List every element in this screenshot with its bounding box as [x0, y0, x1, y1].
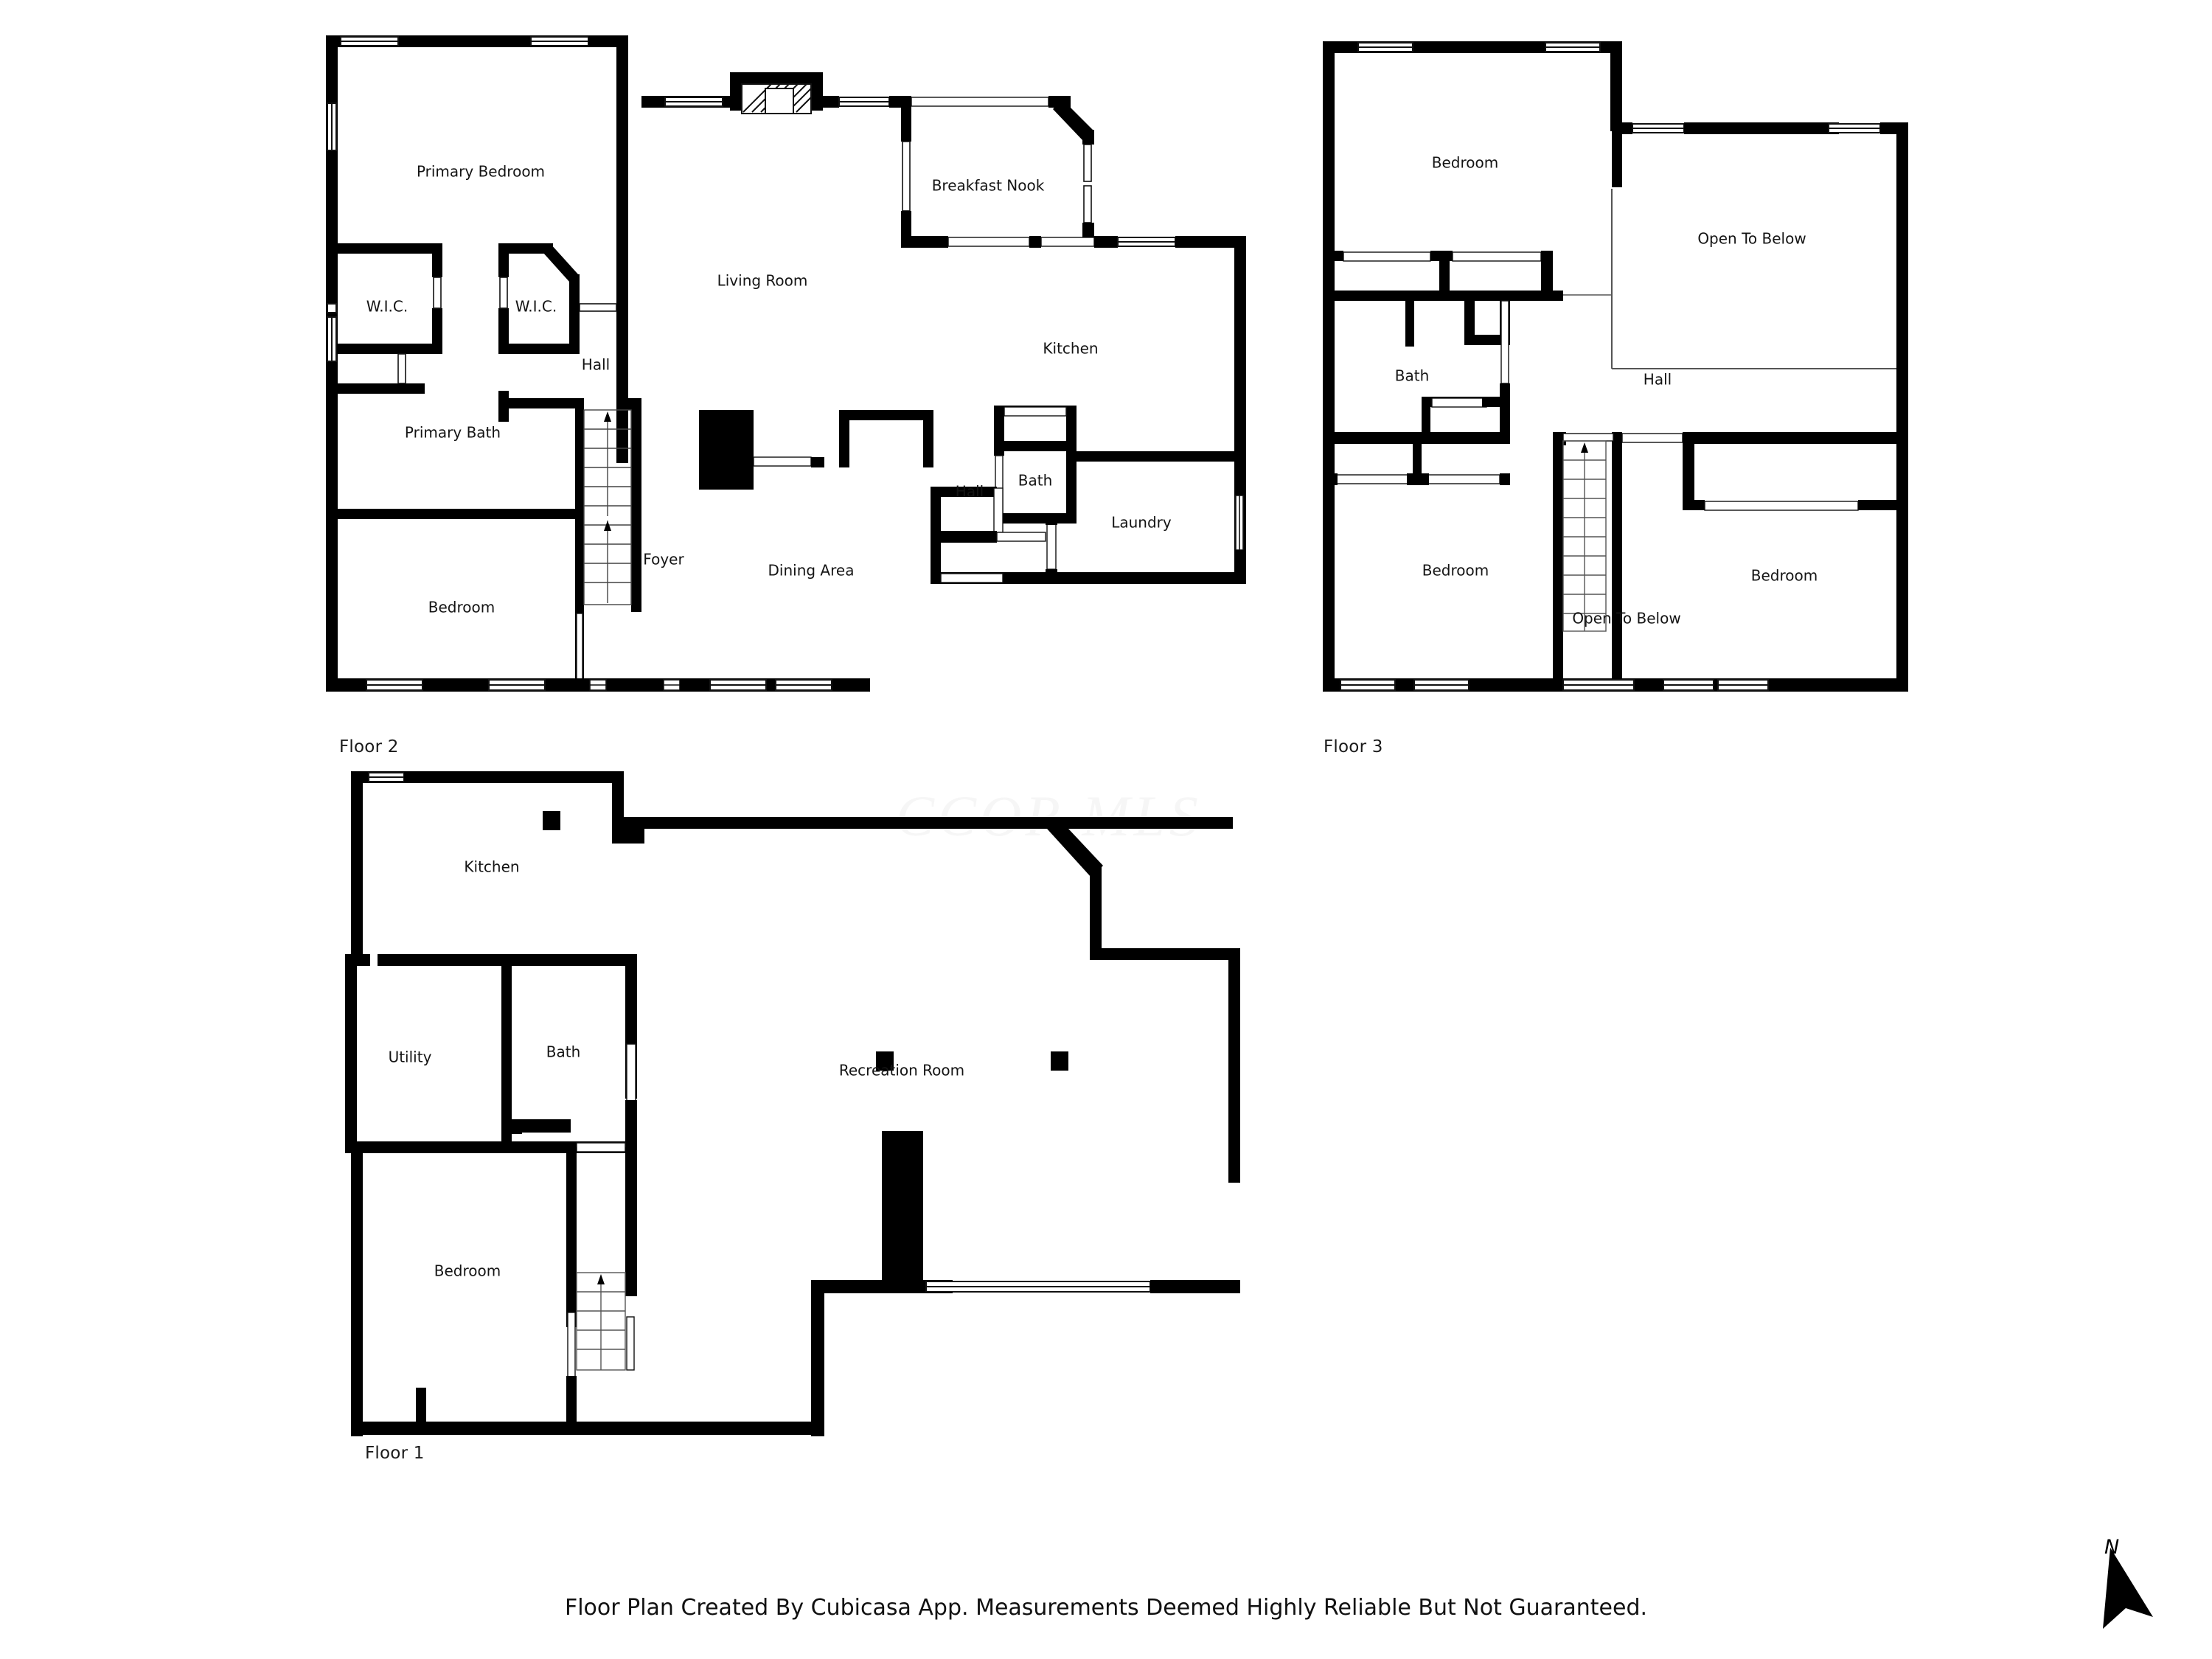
room-label: Hall: [1644, 371, 1672, 389]
floor-label-floor-3: Floor 3: [1324, 737, 1383, 757]
disclaimer-caption: Floor Plan Created By Cubicasa App. Meas…: [564, 1595, 1648, 1621]
room-label: Kitchen: [1043, 340, 1098, 358]
room-label: Bedroom: [1432, 154, 1498, 172]
room-label: Breakfast Nook: [932, 177, 1045, 195]
wall-geometry: [326, 35, 1908, 1436]
room-label: Bath: [1018, 472, 1053, 490]
room-label: W.I.C.: [366, 298, 408, 316]
north-letter-label: N: [2104, 1536, 2120, 1559]
floor-label-floor-2: Floor 2: [339, 737, 399, 757]
room-label: Bedroom: [1422, 562, 1489, 580]
room-label: Recreation Room: [839, 1062, 964, 1079]
room-label: Open To Below: [1572, 610, 1680, 627]
room-label: Bath: [546, 1043, 581, 1061]
north-arrow: N: [2085, 1536, 2181, 1641]
room-label: Primary Bedroom: [417, 163, 545, 181]
room-label: Bath: [1395, 367, 1430, 385]
room-label: Bedroom: [428, 599, 495, 616]
room-label: Bedroom: [1751, 567, 1818, 585]
floor-label-floor-1: Floor 1: [365, 1444, 425, 1463]
room-label: Hall: [956, 483, 984, 501]
north-arrow-icon: [2103, 1548, 2153, 1629]
mls-watermark: CCOR MLS: [896, 784, 1202, 848]
room-label: Kitchen: [464, 858, 519, 876]
floor-2-walls: [326, 35, 1246, 692]
floor-3-walls: [1323, 41, 1908, 692]
room-label: Hall: [582, 356, 610, 374]
room-label: Foyer: [643, 551, 684, 568]
room-label: Open To Below: [1697, 230, 1806, 248]
room-label: Laundry: [1111, 514, 1172, 532]
room-label: Dining Area: [768, 562, 855, 580]
floor-1-walls: [345, 771, 1240, 1436]
room-label: Living Room: [717, 272, 808, 290]
room-label: W.I.C.: [515, 298, 557, 316]
room-label: Utility: [389, 1048, 432, 1066]
room-label: Primary Bath: [405, 424, 501, 442]
room-label: Bedroom: [434, 1262, 501, 1280]
